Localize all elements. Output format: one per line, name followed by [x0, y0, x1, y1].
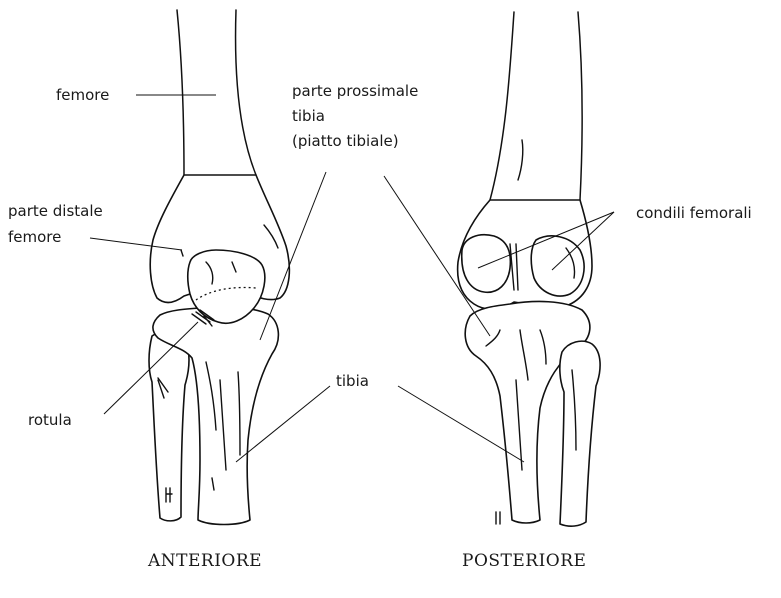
label-femore: femore	[56, 86, 109, 104]
label-parte-prossimale-2: tibia	[292, 107, 325, 125]
label-parte-prossimale-1: parte prossimale	[292, 82, 418, 100]
label-parte-distale-1: parte distale	[8, 202, 103, 220]
label-rotula: rotula	[28, 411, 72, 429]
posterior-condyle-medial	[531, 236, 584, 296]
anterior-femur-shaft	[177, 10, 256, 175]
view-title-posteriore: POSTERIORE	[462, 551, 586, 571]
label-condili-femorali: condili femorali	[636, 204, 752, 222]
anterior-knee-drawing	[149, 10, 289, 525]
anterior-fibula	[149, 332, 189, 521]
posterior-condyle-lateral	[462, 235, 511, 292]
label-tibia: tibia	[336, 372, 369, 390]
view-title-anteriore: ANTERIORE	[147, 551, 262, 571]
label-parte-distale-2: femore	[8, 228, 61, 246]
posterior-femur-shaft	[490, 12, 582, 200]
posterior-fibula	[560, 341, 600, 526]
label-parte-prossimale-3: (piatto tibiale)	[292, 132, 399, 150]
posterior-knee-drawing	[458, 12, 600, 526]
